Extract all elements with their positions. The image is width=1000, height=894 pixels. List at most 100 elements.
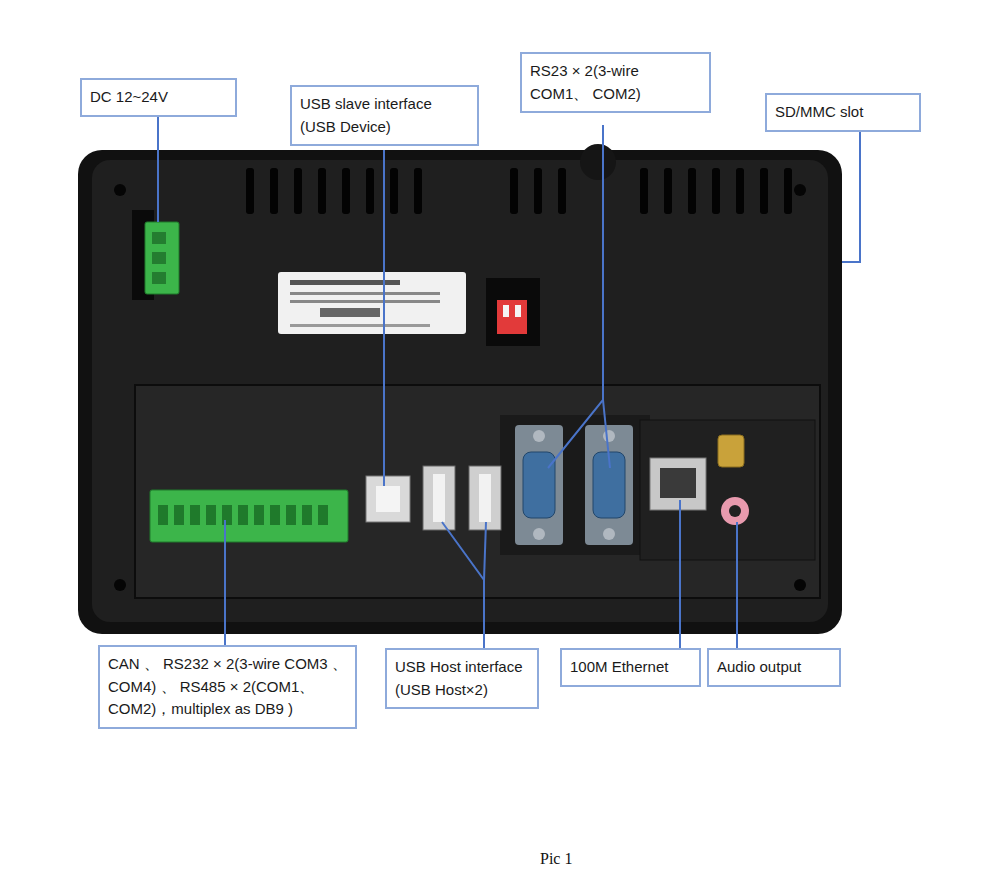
leader-line [603,400,610,468]
leader-line [842,130,860,262]
pin [174,505,184,525]
terminal-screw [152,232,166,244]
pin [222,505,232,525]
callout-box: CAN 、 RS232 × 2(3-wire COM3 、 COM4) 、 RS… [98,645,357,729]
usb-a-tongue [433,474,445,522]
callout-text: USB slave interface (USB Device) [300,93,469,138]
db9-screw [603,528,615,540]
db9-screw [533,528,545,540]
db9-shell [515,425,563,545]
housing-back [92,160,828,622]
housing-frame [78,150,842,634]
pin [318,505,328,525]
vent [414,168,422,214]
figure-caption: Pic 1 [540,850,572,868]
audio-jack-hole [729,505,741,517]
pin [238,505,248,525]
top-bump [580,144,616,180]
vent [760,168,768,214]
callout-box: USB Host interface (USB Host×2) [385,648,539,709]
callout-box: Audio output [707,648,841,687]
usb-b-port [366,476,410,522]
vent [366,168,374,214]
pin [190,505,200,525]
terminal-screw [152,252,166,264]
callout-text: USB Host interface (USB Host×2) [395,656,529,701]
vent [246,168,254,214]
db9-shell [585,425,633,545]
rj45-port [650,458,706,510]
pin [158,505,168,525]
db9-connector [523,452,555,518]
leader-line [383,150,385,486]
pin [206,505,216,525]
vent [510,168,518,214]
antenna-connector [718,435,744,467]
pin [302,505,312,525]
usb-a-port [469,466,501,530]
leader-line [224,520,226,648]
callout-text: SD/MMC slot [775,101,911,124]
dip-lever [503,305,509,317]
rj45-opening [660,468,696,498]
vent [558,168,566,214]
mount-hole [794,579,806,591]
vent [664,168,672,214]
dip-recess [486,278,540,346]
product-sticker [278,272,466,334]
leader-line [157,112,159,222]
dip-lever [515,305,521,317]
vent [640,168,648,214]
usb-a-port [423,466,455,530]
usb-a-tongue [479,474,491,522]
vent-slots [246,168,792,214]
io-recess [640,420,815,560]
vent [784,168,792,214]
vent [712,168,720,214]
db9-screw [533,430,545,442]
mount-hole [114,184,126,196]
callout-box: USB slave interface (USB Device) [290,85,479,146]
sticker-barcode [320,308,380,317]
mount-hole [794,184,806,196]
sticker-print [290,324,430,327]
callout-text: CAN 、 RS232 × 2(3-wire COM3 、 COM4) 、 RS… [108,653,347,721]
vent [390,168,398,214]
callout-box: 100M Ethernet [560,648,701,687]
callout-text: Audio output [717,656,831,679]
mount-hole [114,579,126,591]
lower-panel [135,385,820,598]
usb-b-inner [376,486,400,512]
vent [270,168,278,214]
leader-line [679,500,681,650]
leader-line [442,522,484,650]
pin [270,505,280,525]
callout-text: DC 12~24V [90,86,227,109]
terminal-screw [152,272,166,284]
leader-line [736,522,738,650]
dip-switch [497,300,527,334]
sticker-print [290,292,440,295]
callout-text: 100M Ethernet [570,656,691,679]
leader-line [484,522,486,580]
pin [286,505,296,525]
leader-line [548,125,603,468]
callout-box: SD/MMC slot [765,93,921,132]
callout-box: DC 12~24V [80,78,237,117]
callout-text: RS23 × 2(3-wire COM1、 COM2) [530,60,701,105]
vent [688,168,696,214]
pin [254,505,264,525]
power-terminal [145,222,179,294]
terminal-block [150,490,348,542]
vent [294,168,302,214]
db9-screw [603,430,615,442]
callout-box: RS23 × 2(3-wire COM1、 COM2) [520,52,711,113]
vent [736,168,744,214]
terminal-pins [158,505,328,525]
leader-lines [158,112,860,650]
audio-jack [721,497,749,525]
vent [534,168,542,214]
sticker-print [290,300,440,303]
